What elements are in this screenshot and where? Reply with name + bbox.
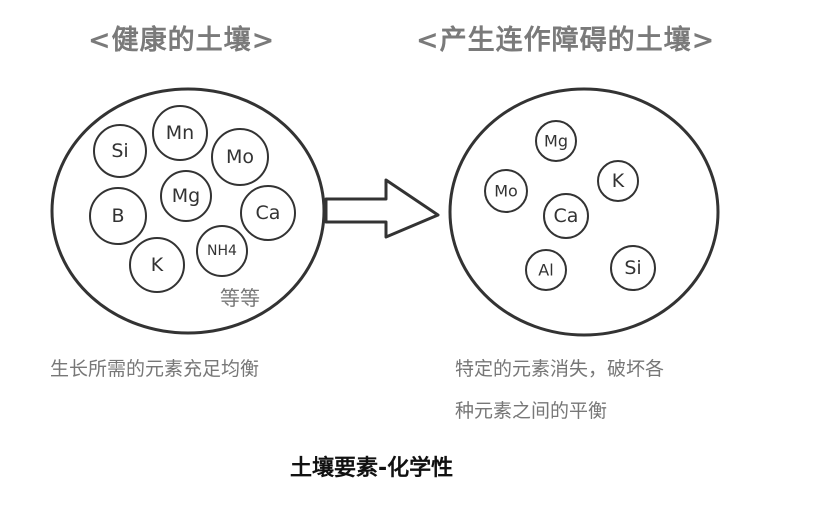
svg-text:NH4: NH4	[207, 243, 237, 259]
svg-text:Si: Si	[111, 140, 128, 162]
etc-label: 等等	[220, 286, 260, 310]
problem-soil-caption-line1: 特定的元素消失，破坏各	[455, 358, 665, 380]
healthy-soil-caption: 生长所需的元素充足均衡	[50, 358, 260, 380]
arrow-right-icon	[324, 178, 440, 239]
svg-text:Mg: Mg	[172, 185, 200, 207]
svg-text:Mo: Mo	[226, 146, 254, 168]
svg-text:Mo: Mo	[494, 182, 518, 201]
svg-text:K: K	[612, 170, 625, 192]
problem-soil-title: <产生连作障碍的土壤>	[416, 25, 716, 56]
element-mg: Mg	[160, 170, 212, 222]
svg-text:Ca: Ca	[554, 205, 579, 227]
svg-text:Mg: Mg	[544, 132, 568, 151]
element-mn: Mn	[152, 105, 208, 161]
svg-text:Ca: Ca	[256, 202, 281, 224]
footer-title: 土壤要素-化学性	[290, 456, 454, 481]
element-k: K	[597, 160, 639, 202]
element-nh4: NH4	[196, 225, 248, 277]
healthy-soil-title: <健康的土壤>	[88, 25, 276, 56]
element-k: K	[129, 237, 185, 293]
svg-text:K: K	[151, 254, 164, 276]
element-mo: Mo	[484, 169, 528, 213]
element-mg: Mg	[535, 120, 577, 162]
element-si: Si	[610, 245, 656, 291]
element-si: Si	[93, 124, 147, 178]
problem-soil-circle	[448, 87, 720, 337]
element-al: Al	[525, 249, 567, 291]
svg-text:Si: Si	[624, 257, 641, 279]
element-mo: Mo	[211, 128, 269, 186]
healthy-soil-circle	[50, 87, 326, 335]
svg-text:B: B	[111, 205, 124, 227]
element-b: B	[89, 187, 147, 245]
problem-soil-caption-line2: 种元素之间的平衡	[455, 400, 608, 422]
svg-text:Mn: Mn	[166, 122, 194, 144]
element-ca: Ca	[543, 193, 589, 239]
element-ca: Ca	[240, 185, 296, 241]
svg-text:Al: Al	[538, 261, 553, 280]
